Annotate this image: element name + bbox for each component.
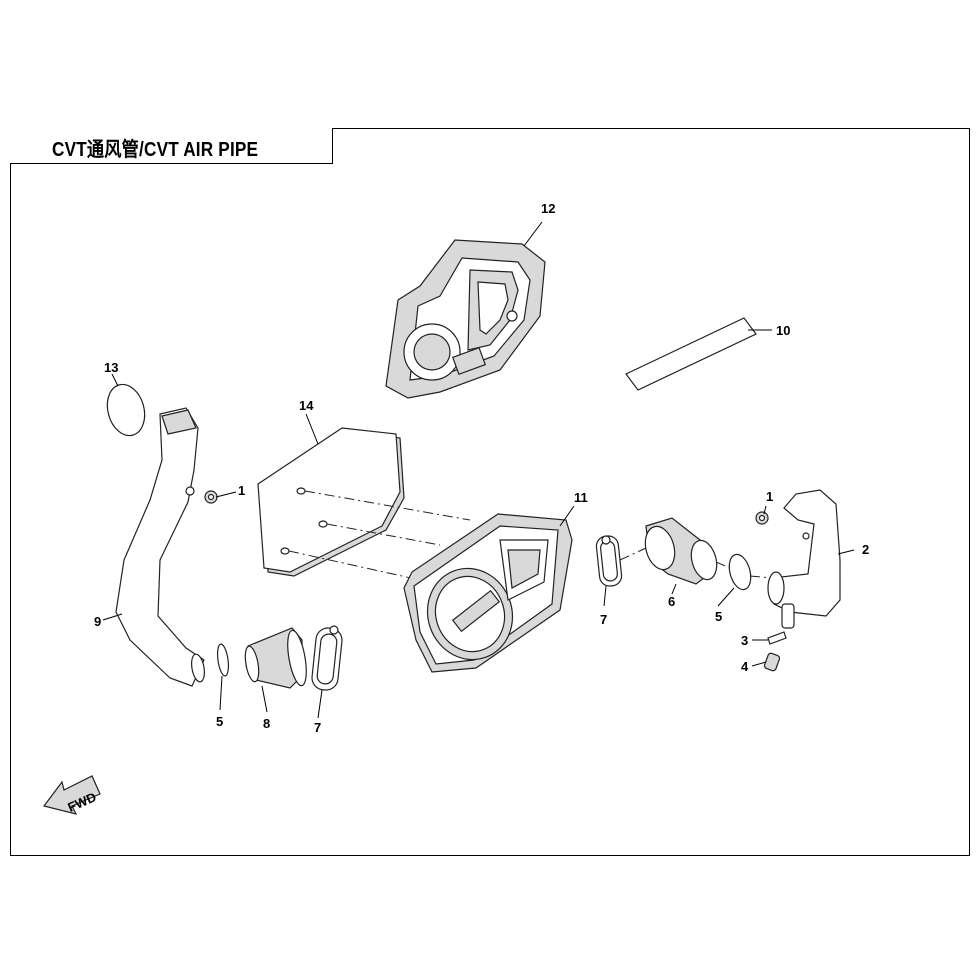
part-1-nut-left (204, 490, 218, 504)
fwd-arrow-icon: FWD (42, 775, 101, 815)
callout-6: 6 (668, 594, 675, 609)
callout-5-left: 5 (216, 714, 223, 729)
part-6-elbow (619, 517, 718, 585)
callout-4: 4 (741, 659, 749, 674)
part-9-intake-pipe (115, 407, 205, 687)
callout-12: 12 (541, 201, 555, 216)
part-5-clamp-right (715, 553, 773, 591)
leader-lines (102, 221, 855, 719)
part-7-seal-left (311, 625, 343, 691)
callout-14: 14 (299, 398, 314, 413)
part-13-plug (106, 383, 146, 437)
part-12-cover-frame (385, 239, 546, 399)
callout-7-left: 7 (314, 720, 321, 735)
callout-13: 13 (104, 360, 118, 375)
part-2-outlet-pipe (767, 489, 841, 629)
callout-8: 8 (263, 716, 270, 731)
part-5-clamp-left (216, 643, 230, 677)
part-4-drain-plug (763, 652, 781, 672)
callout-1-right: 1 (766, 489, 773, 504)
diagram-frame (10, 128, 970, 856)
callout-11: 11 (574, 490, 588, 505)
callout-10: 10 (776, 323, 790, 338)
page-title: CVT通风管/CVT AIR PIPE (52, 139, 259, 161)
callout-7-right: 7 (600, 612, 607, 627)
part-10-label (625, 317, 757, 391)
callout-1-left: 1 (238, 483, 245, 498)
part-8-boot (244, 627, 307, 689)
part-14-gasket (257, 427, 471, 581)
part-7-seal-right (595, 535, 623, 587)
part-3-clip (767, 631, 787, 645)
callout-9: 9 (94, 614, 101, 629)
callout-5-right: 5 (715, 609, 722, 624)
callout-2: 2 (862, 542, 869, 557)
title-box (10, 128, 333, 164)
callout-3: 3 (741, 633, 748, 648)
part-1-nut-right (755, 511, 769, 525)
part-11-cvt-cover (403, 513, 573, 673)
